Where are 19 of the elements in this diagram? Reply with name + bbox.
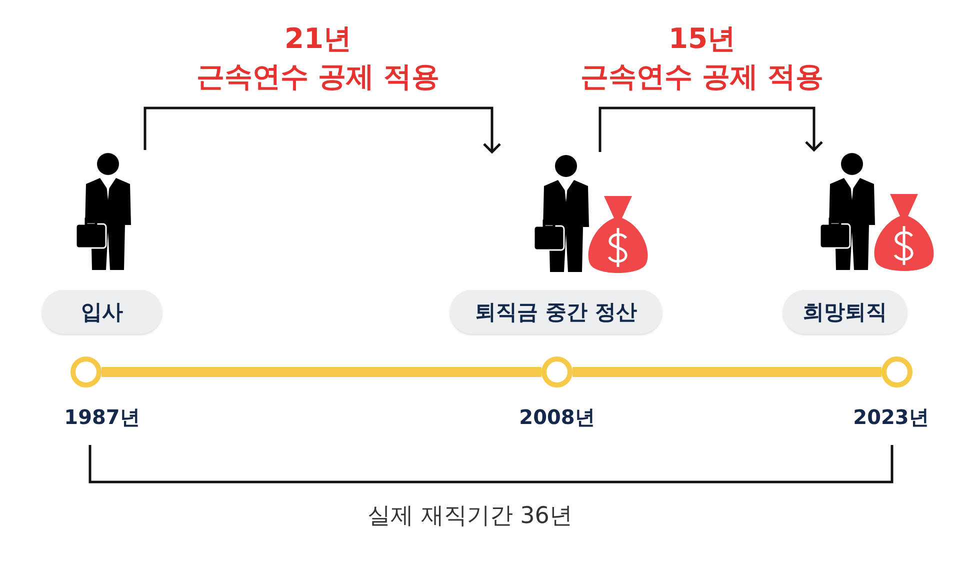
- duration-note: 실제 재직기간 36년: [368, 502, 572, 531]
- timeline-point: [542, 356, 572, 388]
- bracket-arrow: [598, 106, 824, 152]
- timeline-point: [70, 356, 102, 388]
- event-label: 퇴직금 중간 정산: [450, 290, 662, 334]
- edge-label: 21년 근속연수 공제 적용: [196, 21, 440, 95]
- year-label: 1987년: [64, 404, 140, 431]
- year-label: 2023년: [853, 404, 929, 431]
- businessman-with-money-bag-icon: [533, 155, 648, 273]
- edge-label: 15년 근속연수 공제 적용: [580, 21, 824, 95]
- bracket-arrow: [144, 106, 502, 154]
- timeline-bar: [572, 367, 882, 377]
- event-label: 희망퇴직: [783, 290, 907, 334]
- year-label: 2008년: [519, 404, 595, 431]
- timeline-bar: [102, 367, 542, 377]
- businessman-icon: [75, 153, 131, 270]
- timeline-point: [882, 356, 912, 388]
- businessman-with-money-bag-icon: [819, 153, 934, 271]
- event-label: 입사: [42, 290, 162, 334]
